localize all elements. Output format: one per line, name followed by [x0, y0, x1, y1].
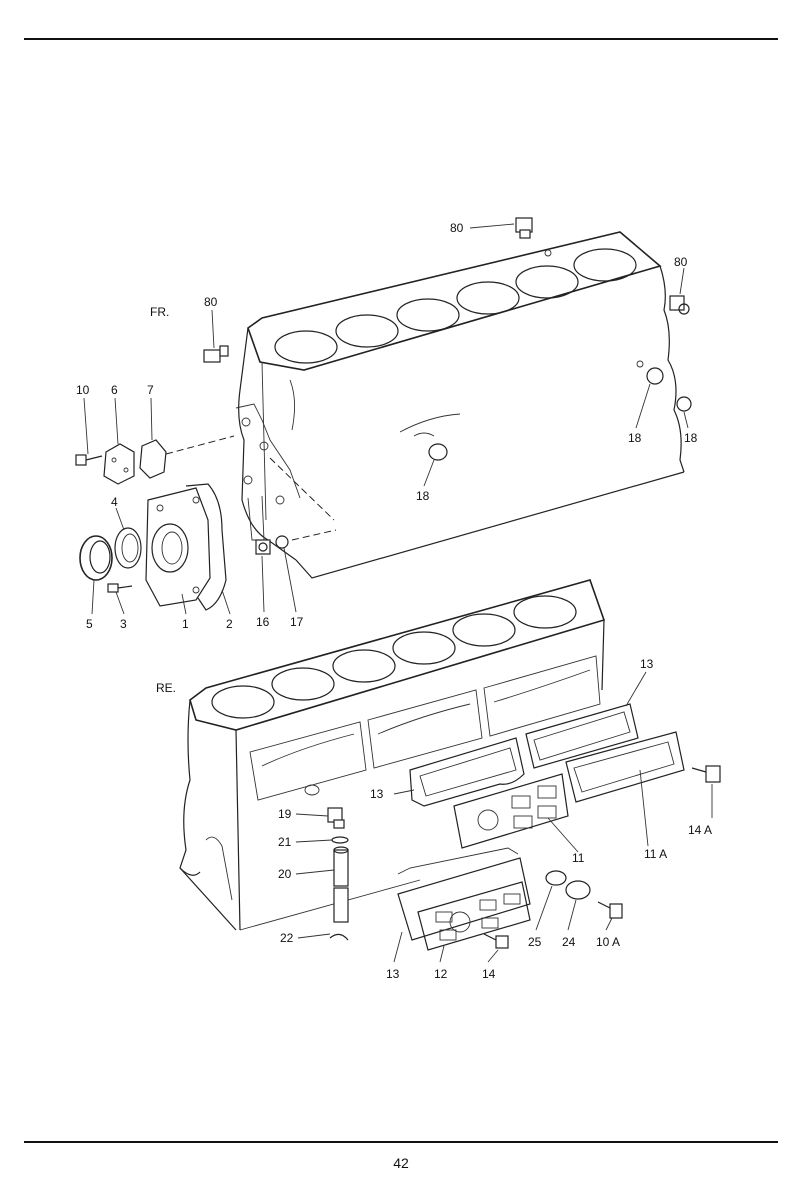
callout-3: 3 [120, 617, 127, 631]
callout-14: 14 [482, 967, 496, 981]
callout-80-front: 80 [204, 295, 218, 309]
part-11-cover [453, 773, 569, 849]
part-80-plug-top [515, 217, 533, 239]
bore-3 [396, 298, 460, 332]
callout-18-right: 18 [628, 431, 642, 445]
callout-19: 19 [278, 807, 292, 821]
callout-6: 6 [111, 383, 118, 397]
callout-80-right: 80 [674, 255, 688, 269]
part-6-plate [103, 443, 135, 485]
callout-4: 4 [111, 495, 118, 509]
callout-22: 22 [280, 931, 294, 945]
part-7-gasket [139, 439, 167, 479]
part-13-gasket-a [409, 737, 525, 807]
callout-1: 1 [182, 617, 189, 631]
part-18-plug-center [428, 443, 448, 461]
bore-2 [335, 314, 399, 348]
part-5-seal [79, 535, 113, 581]
part-10a-bolt [597, 901, 623, 919]
callout-12: 12 [434, 967, 448, 981]
callout-25: 25 [528, 935, 542, 949]
callout-11a: 11 A [644, 847, 667, 861]
part-16-plug [255, 539, 271, 555]
rear-bore-3 [332, 649, 396, 683]
part-1-front-cover [145, 487, 211, 607]
part-18-plug-right [636, 360, 664, 385]
page-number: 42 [393, 1155, 409, 1171]
callout-21: 21 [278, 835, 292, 849]
callout-7: 7 [147, 383, 154, 397]
part-18-plug-far [676, 396, 692, 412]
callout-18-center: 18 [416, 489, 430, 503]
bore-5 [515, 265, 579, 299]
part-24-plate [565, 880, 591, 900]
callout-18-far: 18 [684, 431, 698, 445]
callout-20: 20 [278, 867, 292, 881]
callout-5: 5 [86, 617, 93, 631]
callout-13-left: 13 [370, 787, 384, 801]
leader-lines [83, 223, 713, 963]
callout-14a: 14 A [688, 823, 712, 837]
bore-4 [456, 281, 520, 315]
callout-24: 24 [562, 935, 576, 949]
part-20-sleeve [333, 846, 349, 923]
callout-13-right: 13 [640, 657, 654, 671]
part-12-cover [417, 881, 531, 951]
callout-11: 11 [572, 851, 585, 865]
part-80-plug-side [669, 295, 690, 315]
lower-cylinder-block [179, 579, 606, 931]
part-19-fitting [327, 807, 345, 829]
part-22-clip [329, 933, 349, 941]
callout-10: 10 [76, 383, 90, 397]
callout-10a: 10 A [596, 935, 620, 949]
upper-cylinder-block [235, 231, 685, 579]
part-14-bolt [483, 933, 509, 949]
part-80-plug-front [203, 345, 229, 363]
view-label-front: FR. [150, 305, 169, 319]
bore-6 [573, 248, 637, 282]
part-3-bolt [107, 583, 133, 593]
callout-2: 2 [226, 617, 233, 631]
part-13-gasket-c [397, 857, 531, 941]
part-4-seal [114, 527, 142, 569]
part-17-washer [275, 535, 289, 549]
part-13-gasket-b [525, 703, 639, 769]
bottom-rule [24, 1141, 778, 1143]
callout-80-top: 80 [450, 221, 464, 235]
callout-16: 16 [256, 615, 270, 629]
callout-17: 17 [290, 615, 304, 629]
part-14a-bolt [691, 765, 721, 783]
top-rule [24, 38, 778, 40]
callout-13-bottom: 13 [386, 967, 400, 981]
part-11a-gasket [565, 731, 685, 803]
bore-1 [274, 330, 338, 364]
rear-bore-5 [452, 613, 516, 647]
part-21-o-ring [331, 836, 349, 844]
rear-bore-4 [392, 631, 456, 665]
rear-bore-1 [211, 685, 275, 719]
part-10-bolt [75, 454, 103, 466]
view-label-rear: RE. [156, 681, 176, 695]
rear-bore-6 [513, 595, 577, 629]
part-2-gasket [185, 483, 227, 611]
rear-bore-2 [271, 667, 335, 701]
part-25-gasket [545, 870, 567, 886]
